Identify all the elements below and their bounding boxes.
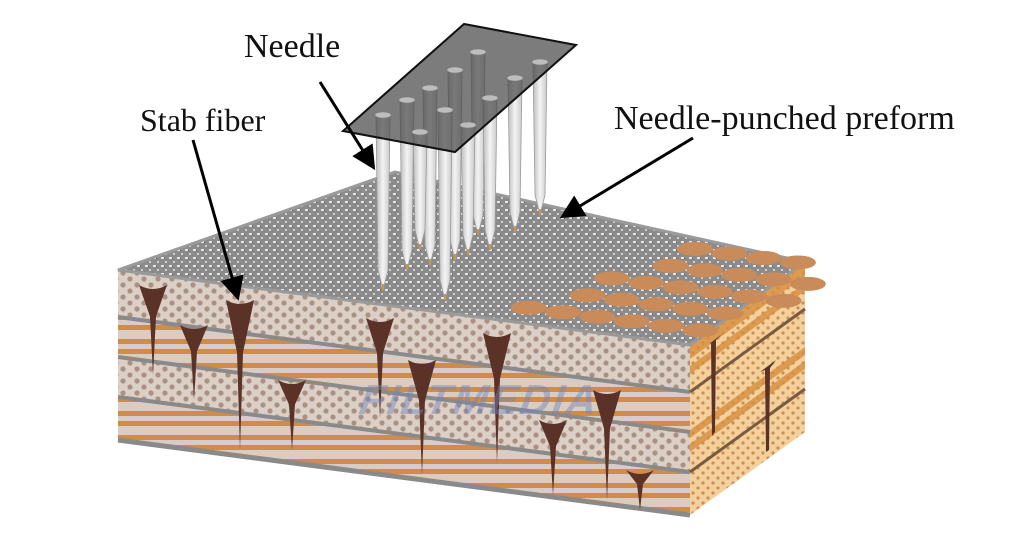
layer-4-striped	[118, 397, 690, 515]
punch-hole	[603, 292, 640, 307]
needle	[375, 114, 391, 291]
needle-head	[374, 111, 392, 119]
layer-2-striped	[118, 317, 690, 432]
needle-head	[436, 106, 454, 114]
punch-hole	[638, 297, 675, 312]
punch-hole	[569, 288, 606, 303]
stab-fibers	[139, 285, 654, 510]
punch-hole	[682, 323, 719, 338]
needle-head	[469, 48, 487, 56]
punch-hole	[779, 255, 816, 270]
punch-hole	[745, 250, 782, 265]
ply-divider	[117, 395, 691, 474]
stab-fiber	[539, 420, 567, 495]
arrow-preform	[559, 136, 694, 219]
stab-fiber-label: Stab fiber	[140, 102, 266, 138]
punch-hole	[593, 271, 630, 286]
stab-fiber	[593, 390, 621, 500]
layer-1-dotted	[118, 270, 690, 392]
punch-holes	[510, 241, 826, 338]
punch-hole	[731, 289, 768, 304]
punch-hole	[545, 305, 582, 320]
ply-divider	[117, 315, 691, 394]
punch-hole	[652, 258, 689, 273]
punch-hole	[711, 246, 748, 261]
punch-hole	[755, 272, 792, 287]
stab-fiber	[408, 360, 436, 475]
punch-hole	[765, 293, 802, 308]
punch-hole	[613, 314, 650, 329]
punch-hole	[696, 284, 733, 299]
punch-hole	[628, 275, 665, 290]
punch-hole	[686, 263, 723, 278]
needle-head	[411, 128, 429, 136]
stab-fiber	[180, 325, 208, 400]
bottom-edge	[117, 437, 691, 518]
ply-divider	[689, 307, 806, 394]
punch-hole	[648, 318, 685, 333]
needle-head	[481, 94, 499, 102]
needle-head	[421, 84, 439, 92]
arrow-stab-fiber	[191, 139, 244, 301]
stab-fiber-side	[708, 334, 722, 436]
stab-fiber-side	[760, 360, 776, 452]
punch-hole	[676, 241, 713, 256]
needle-head	[459, 121, 477, 129]
ply-divider	[689, 387, 806, 474]
needle-punched-preform-label: Needle-punched preform	[614, 100, 955, 137]
punch-hole	[662, 280, 699, 295]
punch-hole	[789, 276, 826, 291]
top-face	[117, 170, 826, 347]
stab-fiber	[278, 380, 306, 450]
punch-hole	[579, 309, 616, 324]
needle-board	[340, 22, 579, 154]
side-stripe	[690, 361, 805, 452]
needle-label: Needle	[244, 28, 341, 65]
needle-head	[446, 66, 464, 74]
stab-fiber	[366, 318, 394, 418]
needle-head	[398, 96, 416, 104]
watermark: FILTMEDIA	[356, 376, 603, 423]
stab-fiber	[626, 470, 654, 510]
ply-divider	[117, 355, 691, 434]
punch-hole	[672, 301, 709, 316]
arrow-needle	[318, 81, 376, 171]
layer-3-dotted	[118, 357, 690, 472]
needle-head	[506, 74, 524, 82]
punch-hole	[721, 267, 758, 282]
needle-head	[531, 58, 549, 66]
punch-hole	[706, 306, 743, 321]
stab-fiber	[483, 333, 511, 463]
punch-hole	[510, 300, 547, 315]
stab-fiber	[139, 285, 167, 375]
stab-fiber	[226, 300, 254, 450]
front-face	[117, 270, 691, 518]
needle	[532, 61, 548, 216]
side-stripe	[690, 347, 805, 438]
needle-heads	[374, 48, 549, 136]
